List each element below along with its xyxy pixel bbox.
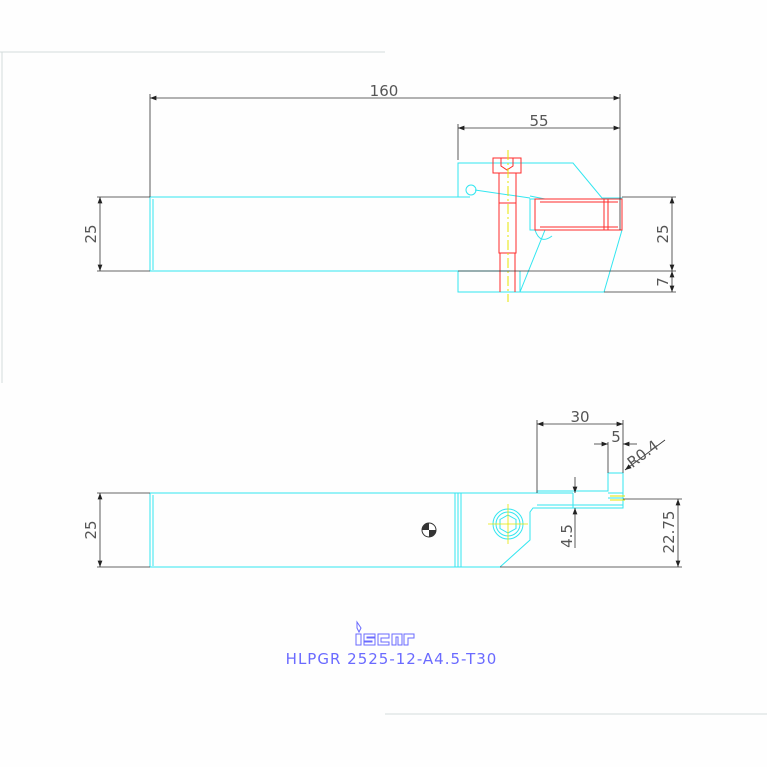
- center-of-gravity-icon: [421, 522, 437, 538]
- dim-head-length: 55: [529, 112, 548, 130]
- part-number-title: HLPGR 2525-12-A4.5-T30: [285, 650, 498, 668]
- dim-blade-width: 5: [611, 428, 621, 446]
- dim-cut-depth: 30: [570, 408, 589, 426]
- dim-shank-height-right: 25: [654, 224, 672, 243]
- dim-blade-thickness: 4.5: [558, 524, 576, 548]
- dim-overall-length: 160: [370, 82, 399, 100]
- dim-head-drop: 7: [654, 277, 672, 287]
- top-view: 160 55 25 25 7: [82, 82, 676, 302]
- iscar-logo: [355, 620, 415, 646]
- front-view-outline: [149, 472, 624, 568]
- front-view-dimensions: [97, 420, 682, 568]
- front-view: 25 30 5 R0.4 4.5 22.75: [82, 408, 682, 568]
- sheet-frame: [0, 51, 767, 715]
- blade-highlight: [610, 495, 625, 501]
- dim-shank-height-left: 25: [82, 224, 100, 243]
- clamp-screw: [492, 157, 623, 292]
- dim-shank-width: 25: [82, 520, 100, 539]
- dim-corner-radius: R0.4: [624, 437, 662, 472]
- dim-offset: 22.75: [660, 511, 678, 554]
- top-view-dimensions: [97, 94, 676, 293]
- screw-crosshair: [488, 504, 528, 544]
